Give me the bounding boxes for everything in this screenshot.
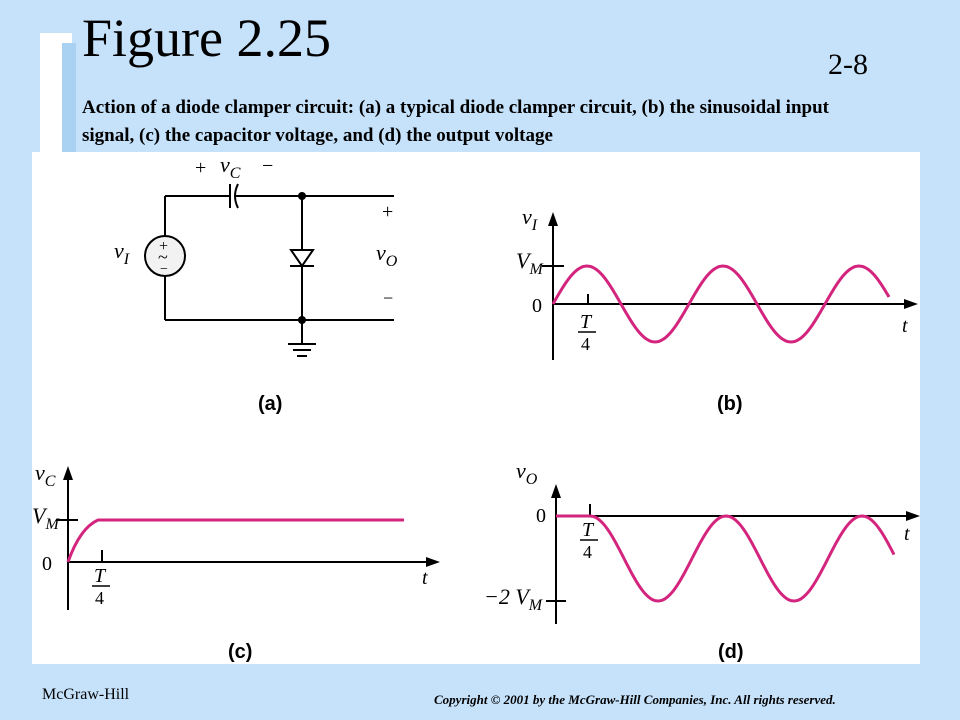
vo-plus: + [382, 201, 393, 223]
figure-area: + ~ − + vC − vI + vO − (a) vI VM 0 T 4 t… [32, 152, 920, 664]
source-tilde: ~ [158, 247, 168, 267]
source-minus: − [160, 262, 168, 277]
panel-d-waveform [556, 514, 896, 603]
vc-minus: − [262, 155, 273, 177]
panel-c-label: (c) [228, 641, 252, 663]
panel-b-t-numerator: T [580, 311, 593, 333]
panel-b-t-axis-label: t [902, 315, 908, 337]
vo-label: vO [376, 240, 398, 270]
panel-b-waveform [551, 264, 891, 344]
panel-b-y-arrow [548, 212, 558, 226]
figure-caption: Action of a diode clamper circuit: (a) a… [82, 97, 829, 146]
panel-d-y-axis-label: vO [516, 458, 538, 488]
junction-node-top [298, 192, 306, 200]
panel-b-axes [542, 220, 910, 360]
panel-d-t-numerator: T [582, 519, 595, 541]
page-title: Figure 2.25 [82, 8, 331, 68]
vc-label: vC [220, 152, 241, 182]
panel-b-y-axis-label: vI [522, 204, 538, 234]
panel-c-t-axis-label: t [422, 567, 428, 589]
voltage-source-icon [144, 235, 186, 277]
panel-d-t-axis-label: t [904, 523, 910, 545]
panel-d-x-arrow [906, 511, 920, 521]
copyright-notice: Copyright © 2001 by the McGraw-Hill Comp… [434, 692, 836, 707]
panel-b-vm-label: VM [516, 248, 544, 278]
panel-c-y-arrow [63, 466, 73, 480]
panel-d-y-arrow [551, 484, 561, 498]
panel-b-label: (b) [717, 393, 743, 415]
panel-d-zero-label: 0 [536, 505, 546, 527]
diode-icon [289, 249, 315, 268]
panel-d-neg-vm-label: −2 VM [484, 584, 544, 614]
panel-c-t-numerator: T [94, 565, 107, 587]
source-plus: + [159, 238, 168, 255]
panel-c-x-arrow [426, 557, 440, 567]
panel-b-zero-label: 0 [532, 295, 542, 317]
panel-a-circuit [164, 183, 394, 357]
slide-number: 2-8 [828, 48, 868, 81]
panel-b-t-denominator: 4 [581, 334, 590, 354]
panel-a-label: (a) [258, 393, 282, 415]
vi-label: vI [114, 238, 130, 268]
panel-d-axes [546, 492, 912, 624]
panel-c-zero-label: 0 [42, 553, 52, 575]
vo-minus: − [383, 288, 393, 308]
figure-svg: + ~ − + vC − vI + vO − (a) vI VM 0 T 4 t… [32, 152, 920, 663]
junction-node-bottom [298, 316, 306, 324]
publisher-name: McGraw-Hill [42, 686, 130, 703]
panel-c-vm-label: VM [32, 503, 60, 533]
panel-d-label: (d) [718, 641, 744, 663]
panel-b-x-arrow [904, 299, 918, 309]
panel-d-t-denominator: 4 [583, 542, 592, 562]
panel-c-t-denominator: 4 [95, 588, 104, 608]
panel-c-axes [56, 474, 432, 610]
accent-bar-shadow [62, 43, 76, 163]
panel-c-waveform [66, 518, 404, 563]
panel-c-y-axis-label: vC [35, 460, 56, 490]
vc-plus: + [195, 157, 206, 179]
